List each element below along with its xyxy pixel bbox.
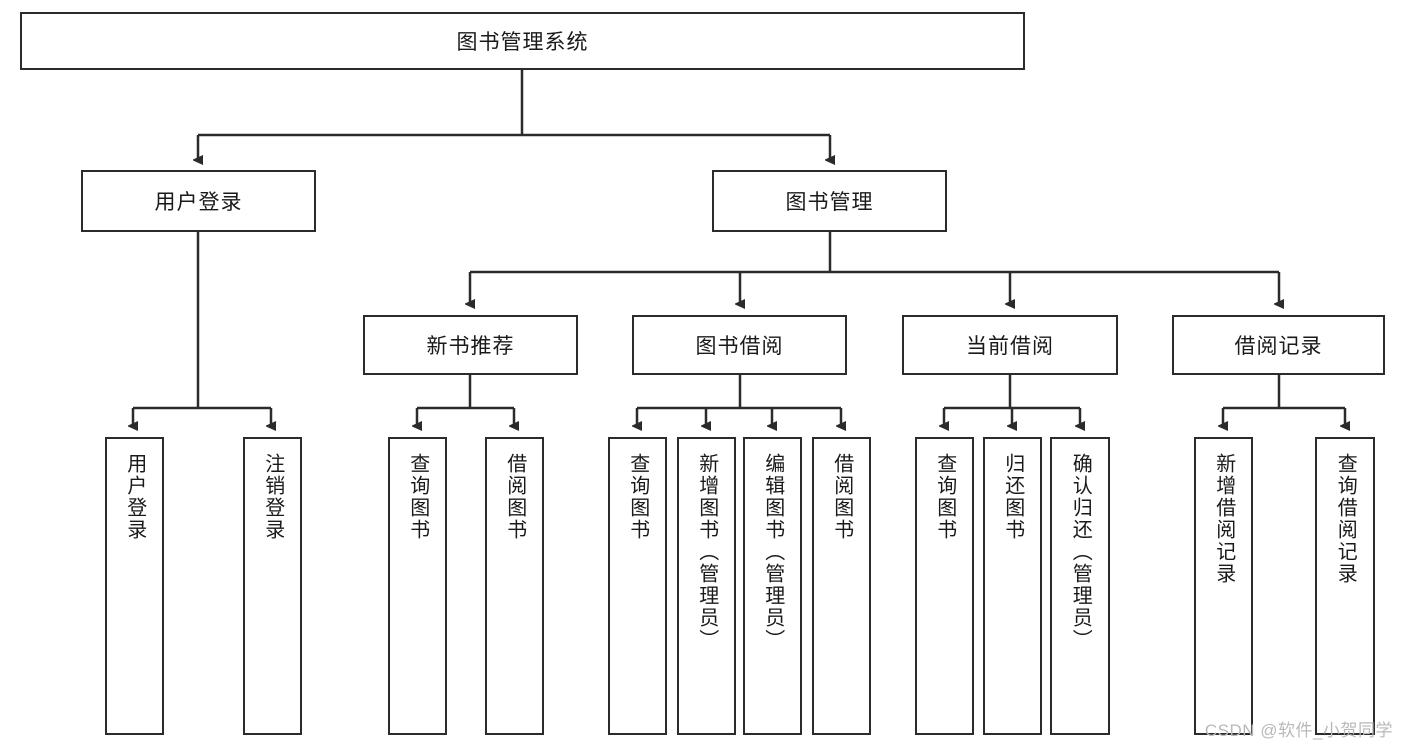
node-leaf-logout-login[interactable]: 注销登录 — [243, 437, 302, 735]
node-book-borrow[interactable]: 图书借阅 — [632, 315, 847, 375]
node-label: 编辑图书（管理员） — [761, 453, 784, 651]
node-label: 确认归还（管理员） — [1069, 453, 1092, 651]
node-root-book-management-system[interactable]: 图书管理系统 — [20, 12, 1025, 70]
node-label: 新增借阅记录 — [1212, 453, 1235, 585]
node-leaf-return-book[interactable]: 归还图书 — [983, 437, 1042, 735]
node-label: 借阅记录 — [1234, 335, 1323, 358]
node-leaf-borrow-book[interactable]: 借阅图书 — [812, 437, 871, 735]
node-label: 用户登录 — [123, 453, 146, 541]
node-label: 图书管理 — [785, 191, 874, 214]
node-user-login[interactable]: 用户登录 — [81, 170, 316, 232]
node-label: 查询图书 — [626, 453, 649, 541]
node-new-book-recommend[interactable]: 新书推荐 — [363, 315, 578, 375]
node-label: 借阅图书 — [830, 453, 853, 541]
node-label: 查询借阅记录 — [1334, 453, 1357, 585]
node-label: 图书管理系统 — [456, 31, 589, 54]
node-label: 归还图书 — [1001, 453, 1024, 541]
node-leaf-query-book-borrow[interactable]: 查询图书 — [608, 437, 667, 735]
node-leaf-borrow-book-recommend[interactable]: 借阅图书 — [485, 437, 544, 735]
node-leaf-query-borrow-record[interactable]: 查询借阅记录 — [1315, 437, 1375, 735]
node-book-management[interactable]: 图书管理 — [712, 170, 947, 232]
node-label: 用户登录 — [154, 191, 243, 214]
node-leaf-user-login[interactable]: 用户登录 — [105, 437, 164, 735]
node-leaf-edit-book-admin[interactable]: 编辑图书（管理员） — [743, 437, 802, 735]
watermark-text: CSDN @软件_小贺同学 — [1204, 721, 1393, 740]
node-leaf-query-book-current[interactable]: 查询图书 — [915, 437, 974, 735]
node-leaf-confirm-return-admin[interactable]: 确认归还（管理员） — [1050, 437, 1110, 735]
node-label: 当前借阅 — [966, 335, 1054, 358]
node-leaf-query-book-recommend[interactable]: 查询图书 — [388, 437, 447, 735]
node-label: 查询图书 — [406, 453, 429, 541]
node-label: 借阅图书 — [503, 453, 526, 541]
node-leaf-add-borrow-record[interactable]: 新增借阅记录 — [1194, 437, 1253, 735]
node-label: 图书借阅 — [695, 335, 784, 358]
node-label: 注销登录 — [261, 453, 284, 541]
node-label: 查询图书 — [933, 453, 956, 541]
node-label: 新书推荐 — [426, 335, 515, 358]
node-current-borrow[interactable]: 当前借阅 — [902, 315, 1118, 375]
node-label: 新增图书（管理员） — [695, 453, 718, 651]
node-borrow-record[interactable]: 借阅记录 — [1172, 315, 1385, 375]
node-leaf-add-book-admin[interactable]: 新增图书（管理员） — [677, 437, 736, 735]
